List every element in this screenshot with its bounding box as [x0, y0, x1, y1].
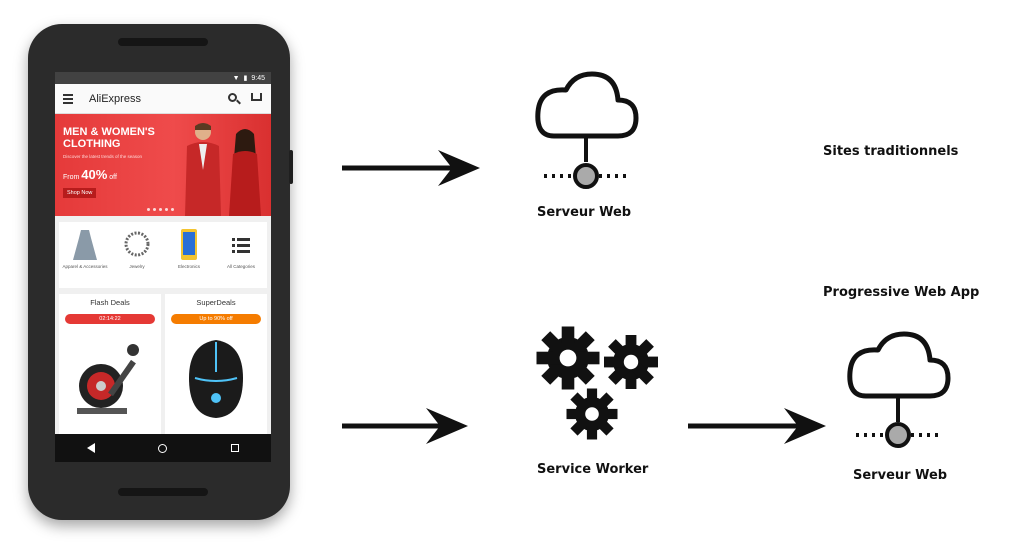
back-icon[interactable] — [86, 443, 95, 453]
super-deals-card[interactable]: SuperDeals Up to 90% off — [165, 294, 267, 434]
shop-now-button[interactable]: Shop Now — [63, 188, 97, 198]
category-label: Jewelry — [129, 264, 145, 269]
app-title: AliExpress — [89, 92, 141, 105]
traditional-sites-label: Sites traditionnels — [823, 144, 959, 159]
cloud-server-icon — [850, 334, 948, 448]
fishing-reel-icon — [77, 344, 139, 414]
category-row: Apparel & Accessories Jewelry Electronic… — [59, 222, 267, 288]
phone-icon — [181, 229, 197, 260]
deal-title: SuperDeals — [196, 298, 236, 307]
flash-deals-card[interactable]: Flash Deals 02:14:22 — [59, 294, 161, 434]
category-label: Apparel & Accessories — [62, 264, 108, 269]
promo-banner[interactable]: MEN & WOMEN'S CLOTHING Discover the late… — [55, 114, 271, 216]
phone-screen: ▼ ▮ 9:45 AliExpress MEN & WOMEN'S CLOTHI… — [55, 72, 271, 462]
home-icon[interactable] — [158, 443, 168, 453]
app-bar: AliExpress — [55, 84, 271, 114]
cloud-server-icon — [538, 74, 636, 189]
category-label: Electronics — [177, 264, 200, 269]
battery-icon: ▮ — [243, 75, 248, 82]
deal-discount-badge: Up to 90% off — [171, 314, 261, 324]
category-all[interactable]: All Categories — [215, 222, 267, 288]
category-electronics[interactable]: Electronics — [163, 222, 215, 288]
status-bar: ▼ ▮ 9:45 — [55, 72, 271, 84]
category-apparel[interactable]: Apparel & Accessories — [59, 222, 111, 288]
male-model-image — [185, 123, 221, 216]
banner-percent: 40% — [81, 167, 108, 182]
deal-timer-badge: 02:14:22 — [65, 314, 155, 324]
search-icon[interactable] — [228, 93, 237, 102]
arrow-right-icon — [342, 408, 468, 444]
recent-apps-icon[interactable] — [231, 444, 240, 452]
pwa-label: Progressive Web App — [823, 285, 980, 300]
service-worker-label: Service Worker — [537, 462, 649, 477]
banner-discount: From 40% off — [63, 167, 117, 182]
status-time: 9:45 — [251, 74, 265, 82]
banner-subtitle: Discover the latest trends of the season — [63, 154, 143, 159]
server-top-label: Serveur Web — [537, 205, 632, 220]
phone-power-button — [289, 150, 293, 184]
wifi-icon: ▼ — [232, 74, 240, 82]
dress-icon — [73, 230, 97, 260]
arrow-right-icon — [342, 150, 480, 186]
carousel-dots[interactable] — [147, 208, 174, 211]
banner-off-label: off — [109, 174, 117, 181]
list-icon — [232, 238, 250, 253]
category-label: All Categories — [226, 264, 255, 269]
deal-title: Flash Deals — [90, 298, 130, 307]
android-nav-bar — [55, 434, 271, 462]
hamburger-menu-icon[interactable] — [63, 93, 73, 104]
female-model-image — [229, 129, 261, 216]
arrow-right-icon — [688, 408, 826, 444]
cart-icon[interactable] — [251, 93, 262, 101]
gears-icon — [536, 326, 658, 440]
gaming-mouse-icon — [189, 340, 243, 418]
server-bottom-label: Serveur Web — [853, 468, 948, 483]
banner-from-label: From — [63, 174, 80, 181]
phone-speaker-top — [118, 38, 208, 46]
phone-speaker-bottom — [118, 488, 208, 496]
banner-title: MEN & WOMEN'S CLOTHING — [63, 126, 155, 150]
category-jewelry[interactable]: Jewelry — [111, 222, 163, 288]
